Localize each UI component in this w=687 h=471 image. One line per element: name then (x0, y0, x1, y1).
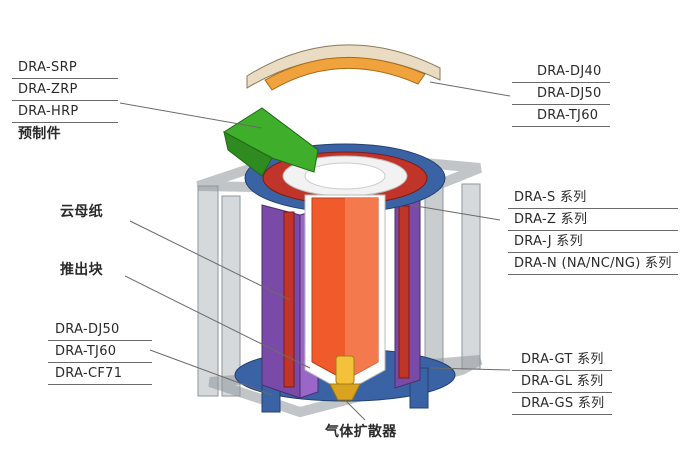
underline (508, 252, 678, 253)
spout-preform (223, 107, 319, 177)
lid (246, 44, 441, 91)
label-dra-srp: DRA-SRP (18, 60, 78, 75)
label-dra-z-series: DRA-Z 系列 (514, 212, 588, 227)
underline (512, 104, 610, 105)
label-dra-n-series: DRA-N (NA/NC/NG) 系列 (514, 256, 672, 271)
label-dra-cf71: DRA-CF71 (55, 366, 123, 381)
underline (508, 274, 678, 275)
label-dra-dj40: DRA-DJ40 (537, 64, 602, 79)
label-mica-paper: 云母纸 (60, 204, 103, 220)
underline (12, 122, 118, 123)
leader-lines (119, 81, 511, 421)
label-dra-zrp: DRA-ZRP (18, 82, 78, 97)
underline (48, 340, 152, 341)
underline (48, 362, 152, 363)
label-gas-diffuser: 气体扩散器 (325, 424, 397, 440)
underline (512, 370, 612, 371)
underline (12, 100, 118, 101)
label-dra-hrp: DRA-HRP (18, 104, 79, 119)
crucible (304, 194, 386, 393)
underline (512, 126, 610, 127)
underline (512, 414, 612, 415)
label-push-block: 推出块 (60, 262, 103, 278)
label-dra-j-series: DRA-J 系列 (514, 234, 583, 249)
underline (48, 384, 152, 385)
label-dra-tj60-left: DRA-TJ60 (55, 344, 117, 359)
underline (508, 230, 678, 231)
underline (512, 392, 612, 393)
underline (512, 82, 610, 83)
label-dra-gl-series: DRA-GL 系列 (521, 374, 604, 389)
label-dra-dj50-right: DRA-DJ50 (537, 86, 602, 101)
label-dra-gt-series: DRA-GT 系列 (521, 352, 604, 367)
label-dra-s-series: DRA-S 系列 (514, 190, 587, 205)
underline (12, 78, 118, 79)
underline (508, 208, 678, 209)
label-dra-gs-series: DRA-GS 系列 (521, 396, 605, 411)
gas-diffuser (329, 355, 361, 401)
label-preform: 预制件 (18, 126, 61, 142)
label-dra-tj60-right: DRA-TJ60 (537, 108, 599, 123)
label-dra-dj50-left: DRA-DJ50 (55, 322, 120, 337)
